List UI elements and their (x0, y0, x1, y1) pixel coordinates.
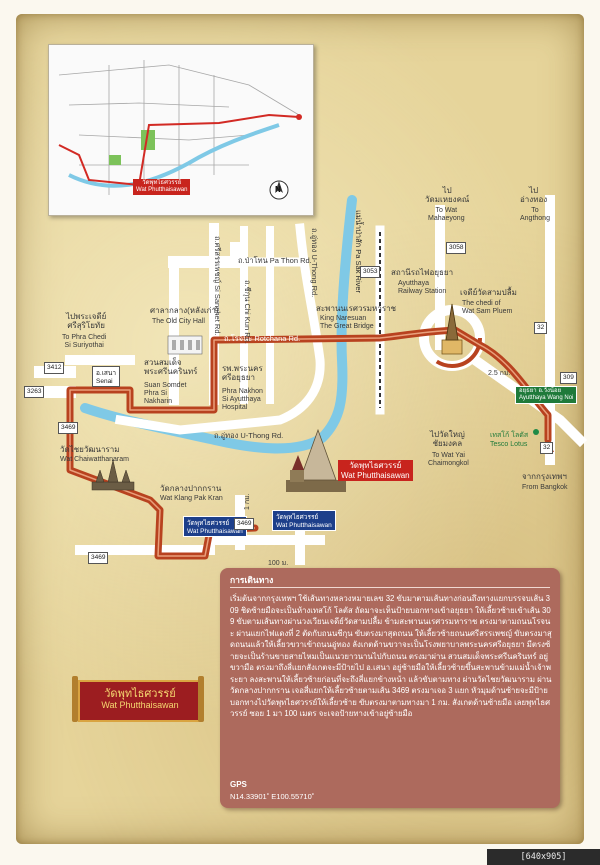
route-shield-3469-a: 3469 (58, 422, 79, 434)
to-mahaeyong-th: ไป วัดมเหยงคณ์ (425, 186, 470, 205)
directions-heading: การเดินทาง (230, 575, 274, 585)
to-wat-yai-en: To Wat Yai Chaimongkol (428, 452, 469, 468)
inset-route (58, 113, 300, 187)
route-shield-3058: 3058 (446, 242, 467, 254)
distance-2-5-km: 2.5 กม. (488, 370, 511, 377)
destination-en: Wat Phutthaisawan (341, 470, 410, 480)
chaiwatthanaram-en: Wat Chaiwatthanaram (60, 456, 129, 463)
footer-watermark: [640x905] https://upic.me/ (487, 849, 600, 865)
destination-th: วัดพุทไธศวรรย์ (349, 461, 402, 470)
north-label: N (275, 185, 281, 194)
route-shield-32-a: 32 (534, 322, 548, 334)
destination-tag: วัดพุทไธศวรรย์ Wat Phutthaisawan (338, 460, 413, 482)
chaiwatthanaram-th: วัดไชยวัฒนาราม (60, 445, 120, 454)
inset-destination-tag: วัดพุทไธศวรรย์ Wat Phutthaisawan (133, 179, 191, 196)
route-shield-309: 309 (560, 372, 577, 384)
inset-river (68, 123, 280, 188)
route-shield-3469-c: 3469 (88, 552, 109, 564)
route-shield-3469-b: 3469 (234, 518, 255, 530)
klang-pak-kran-th: วัดกลางปากกราน (160, 484, 222, 493)
distance-1-km: 1 กม. (244, 493, 251, 510)
phra-chedi-en: To Phra Chedi Si Suriyothai (62, 334, 107, 350)
sanphet-rd-label: ถ.ศรีสรรเพชญ์ Si Sanphet Rd. (213, 236, 222, 336)
klang-pak-kran-en: Wat Klang Pak Kran (160, 495, 223, 502)
suan-somdet-th: สวนสมเด็จ พระศรีนครินทร์ (144, 358, 198, 377)
suan-somdet-en: Suan Somdet Phra Si Nakharin (144, 382, 187, 406)
route-shield-3263: 3263 (24, 386, 45, 398)
old-city-hall-en: The Old City Hall (152, 318, 205, 325)
sign-wat-phutthaisawan-1: วัดพุทไธศวรรย์ Wat Phutthaisawan (183, 516, 247, 537)
sign-senai: อ.เสนา Senai (92, 366, 120, 387)
to-mahaeyong-en: To Wat Mahaeyong (428, 207, 465, 223)
railway-station-th: สถานีรถไฟอยุธยา (391, 268, 454, 277)
sam-pluem-chedi-icon (441, 303, 463, 355)
route-shield-3053: 3053 (360, 266, 381, 278)
sign-wat-phutthaisawan-2: วัดพุทไธศวรรย์ Wat Phutthaisawan (272, 510, 336, 531)
wat-phutthaisawan-icon (286, 428, 346, 492)
sam-pluem-en: The chedi of Wat Sam Pluem (462, 300, 513, 316)
inset-destination-th: วัดพุทไธศวรรย์ (142, 180, 182, 186)
tesco-th: เทสโก้ โลตัส (490, 432, 529, 439)
inset-locator-map: N วัดพุทไธศวรรย์ Wat Phutthaisawan (48, 44, 314, 216)
directions-panel: การเดินทาง เริ่มต้นจากกรุงเทพฯ ใช้เส้นทา… (220, 568, 560, 808)
tesco-marker-icon (533, 429, 539, 435)
distance-100-m: 100 ม. (268, 560, 289, 567)
directions-divider (230, 587, 550, 588)
to-angthong-th: ไป อ่างทอง (520, 186, 548, 205)
pa-sak-river-label: แม่น้ำป่าสัก Pa Sak River (354, 210, 363, 294)
pa-thon-rd-label: ถ.ป่าโทน Pa Thon Rd. (238, 256, 312, 265)
sign-ayutthaya-wang-noi: อยุธยา อ.วังน้อย Ayutthaya Wang Noi (515, 386, 578, 405)
chaiwatthanaram-icon (91, 459, 135, 491)
inset-map-drawing (49, 45, 313, 215)
title-banner: วัดพุทไธศวรรย์ Wat Phutthaisawan (72, 676, 204, 722)
rotchana-rd-label: ถ.โรจนะ Rotchana Rd. (224, 334, 301, 343)
to-angthong-en: To Angthong (520, 207, 550, 223)
banner-right-roll (198, 676, 204, 722)
sam-pluem-th: เจดีย์วัดสามปลื้ม (460, 288, 517, 297)
tesco-en: Tesco Lotus (490, 441, 528, 448)
old-city-hall-th: ศาลากลาง(หลังเก่า) (150, 306, 219, 315)
route-shield-32-b: 32 (540, 442, 554, 454)
hospital-th: รพ.พระนคร ศรีอยุธยา (222, 364, 263, 383)
route-shield-3412: 3412 (44, 362, 65, 374)
to-wat-yai-th: ไปวัดใหญ่ ชัยมงคล (430, 430, 465, 449)
banner-body (78, 680, 202, 722)
gps-label: GPS (230, 780, 247, 789)
old-city-hall-icon (167, 335, 203, 355)
directions-body: เริ่มต้นจากกรุงเทพฯ ใช้เส้นทางหลวงหมายเล… (230, 594, 552, 719)
gps-value: N14.33901˚ E100.55710˚ (230, 792, 315, 801)
great-bridge-en: King Naresuan The Great Bridge (320, 315, 374, 331)
great-bridge-th: สะพานนเรศวรมหาราช (316, 304, 397, 313)
inset-destination-en: Wat Phutthaisawan (136, 187, 188, 194)
phra-chedi-th: ไปพระเจดีย์ ศรีสุริโยทัย (66, 312, 107, 331)
banner-title-th: วัดพุทไธศวรรย์ (104, 688, 176, 700)
banner-left-roll (72, 676, 78, 722)
railway-station-en: Ayutthaya Railway Station (398, 280, 447, 296)
from-bangkok-th: จากกรุงเทพฯ (522, 472, 567, 481)
u-thong-rd-horizontal-label: ถ.อู่ทอง U-Thong Rd. (214, 431, 284, 440)
hospital-en: Phra Nakhon Si Ayutthaya Hospital (222, 388, 263, 412)
banner-title-en: Wat Phutthaisawan (101, 700, 179, 710)
from-bangkok-en: From Bangkok (522, 484, 568, 491)
